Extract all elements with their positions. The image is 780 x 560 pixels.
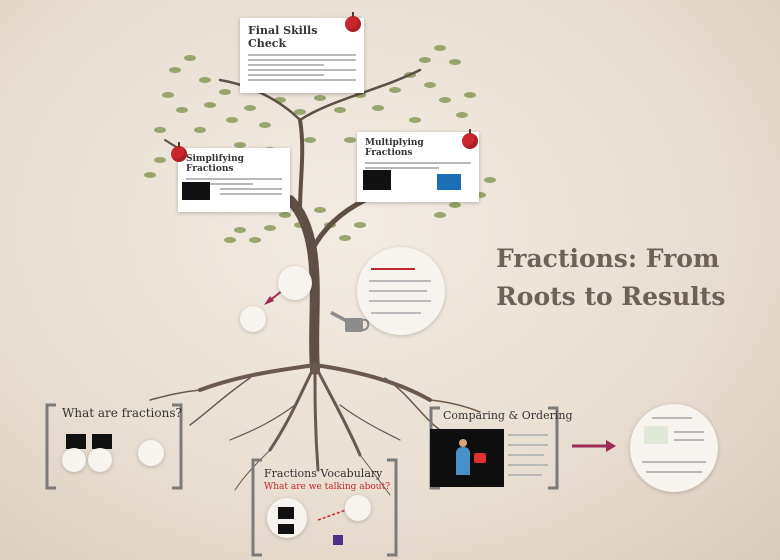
title-line-2: Roots to Results: [496, 282, 726, 311]
video-player[interactable]: [430, 429, 504, 487]
vocab-small-circle[interactable]: [345, 495, 371, 521]
vocabulary-title[interactable]: Fractions Vocabulary: [264, 467, 383, 480]
text-line: [248, 64, 324, 66]
foliage: [144, 45, 496, 243]
text-line: [642, 461, 706, 463]
text-line: [369, 300, 431, 302]
small-circle[interactable]: [138, 440, 164, 466]
card-title: Simplifying Fractions: [186, 154, 244, 174]
video-thumbnail[interactable]: [278, 524, 294, 534]
simplifying-card[interactable]: Simplifying Fractions: [178, 148, 290, 212]
text-line: [248, 54, 356, 56]
text-line: [186, 178, 282, 180]
text-line: [674, 439, 704, 441]
card-title: Final Skills Check: [248, 24, 318, 50]
presentation-title: Fractions: From Roots to Results: [496, 240, 756, 316]
text-line: [371, 268, 415, 270]
video-thumbnail[interactable]: [182, 182, 210, 200]
video-thumbnail[interactable]: [278, 507, 294, 519]
bracket-vocabulary: [251, 458, 398, 557]
small-circle[interactable]: [88, 448, 112, 472]
small-circle-bottom[interactable]: [240, 306, 266, 332]
text-line: [369, 280, 431, 282]
vocab-arrow: [317, 509, 347, 521]
text-line: [508, 434, 548, 436]
text-line: [369, 290, 427, 292]
text-line: [508, 474, 542, 476]
text-line: [646, 471, 702, 473]
presenter-head: [459, 439, 467, 447]
app-icon[interactable]: [333, 535, 343, 545]
diagram-icon: [644, 426, 668, 444]
video-thumbnail[interactable]: [437, 174, 461, 190]
text-line: [248, 79, 356, 81]
video-thumbnail[interactable]: [363, 170, 391, 190]
text-line: [508, 444, 548, 446]
comparing-title[interactable]: Comparing & Ordering: [443, 409, 573, 422]
presenter-figure: [456, 447, 470, 475]
summary-circle[interactable]: [630, 404, 718, 492]
text-line: [186, 183, 254, 185]
learning-targets-circle[interactable]: [357, 247, 445, 335]
text-line: [508, 464, 548, 466]
apple-icon: [462, 129, 478, 149]
play-button[interactable]: [474, 453, 486, 463]
title-line-1: Fractions: From: [496, 244, 720, 273]
text-line: [248, 59, 356, 61]
connector-arrow-right: [572, 440, 616, 452]
text-line: [220, 188, 282, 190]
video-thumbnail[interactable]: [66, 434, 86, 449]
text-line: [371, 312, 421, 314]
text-line: [365, 167, 440, 169]
multiplying-card[interactable]: Multiplying Fractions: [357, 132, 479, 202]
text-line: [652, 417, 692, 419]
bracket-what-are-fractions: [45, 403, 183, 490]
watering-can-icon: [330, 311, 370, 332]
card-title: Multiplying Fractions: [365, 138, 424, 158]
text-line: [508, 454, 544, 456]
text-line: [220, 193, 282, 195]
text-line: [365, 162, 471, 164]
small-circle[interactable]: [62, 448, 86, 472]
roots: [149, 363, 481, 496]
small-circle-top[interactable]: [278, 266, 312, 300]
vocabulary-subtitle: What are we talking about?: [264, 482, 391, 492]
apple-icon: [345, 12, 361, 32]
text-line: [674, 431, 704, 433]
what-are-fractions-title[interactable]: What are fractions?: [62, 406, 182, 420]
text-line: [248, 74, 324, 76]
final-skills-check-card[interactable]: Final Skills Check: [240, 18, 364, 93]
text-line: [248, 69, 356, 71]
apple-icon: [171, 142, 187, 162]
video-thumbnail[interactable]: [92, 434, 112, 449]
